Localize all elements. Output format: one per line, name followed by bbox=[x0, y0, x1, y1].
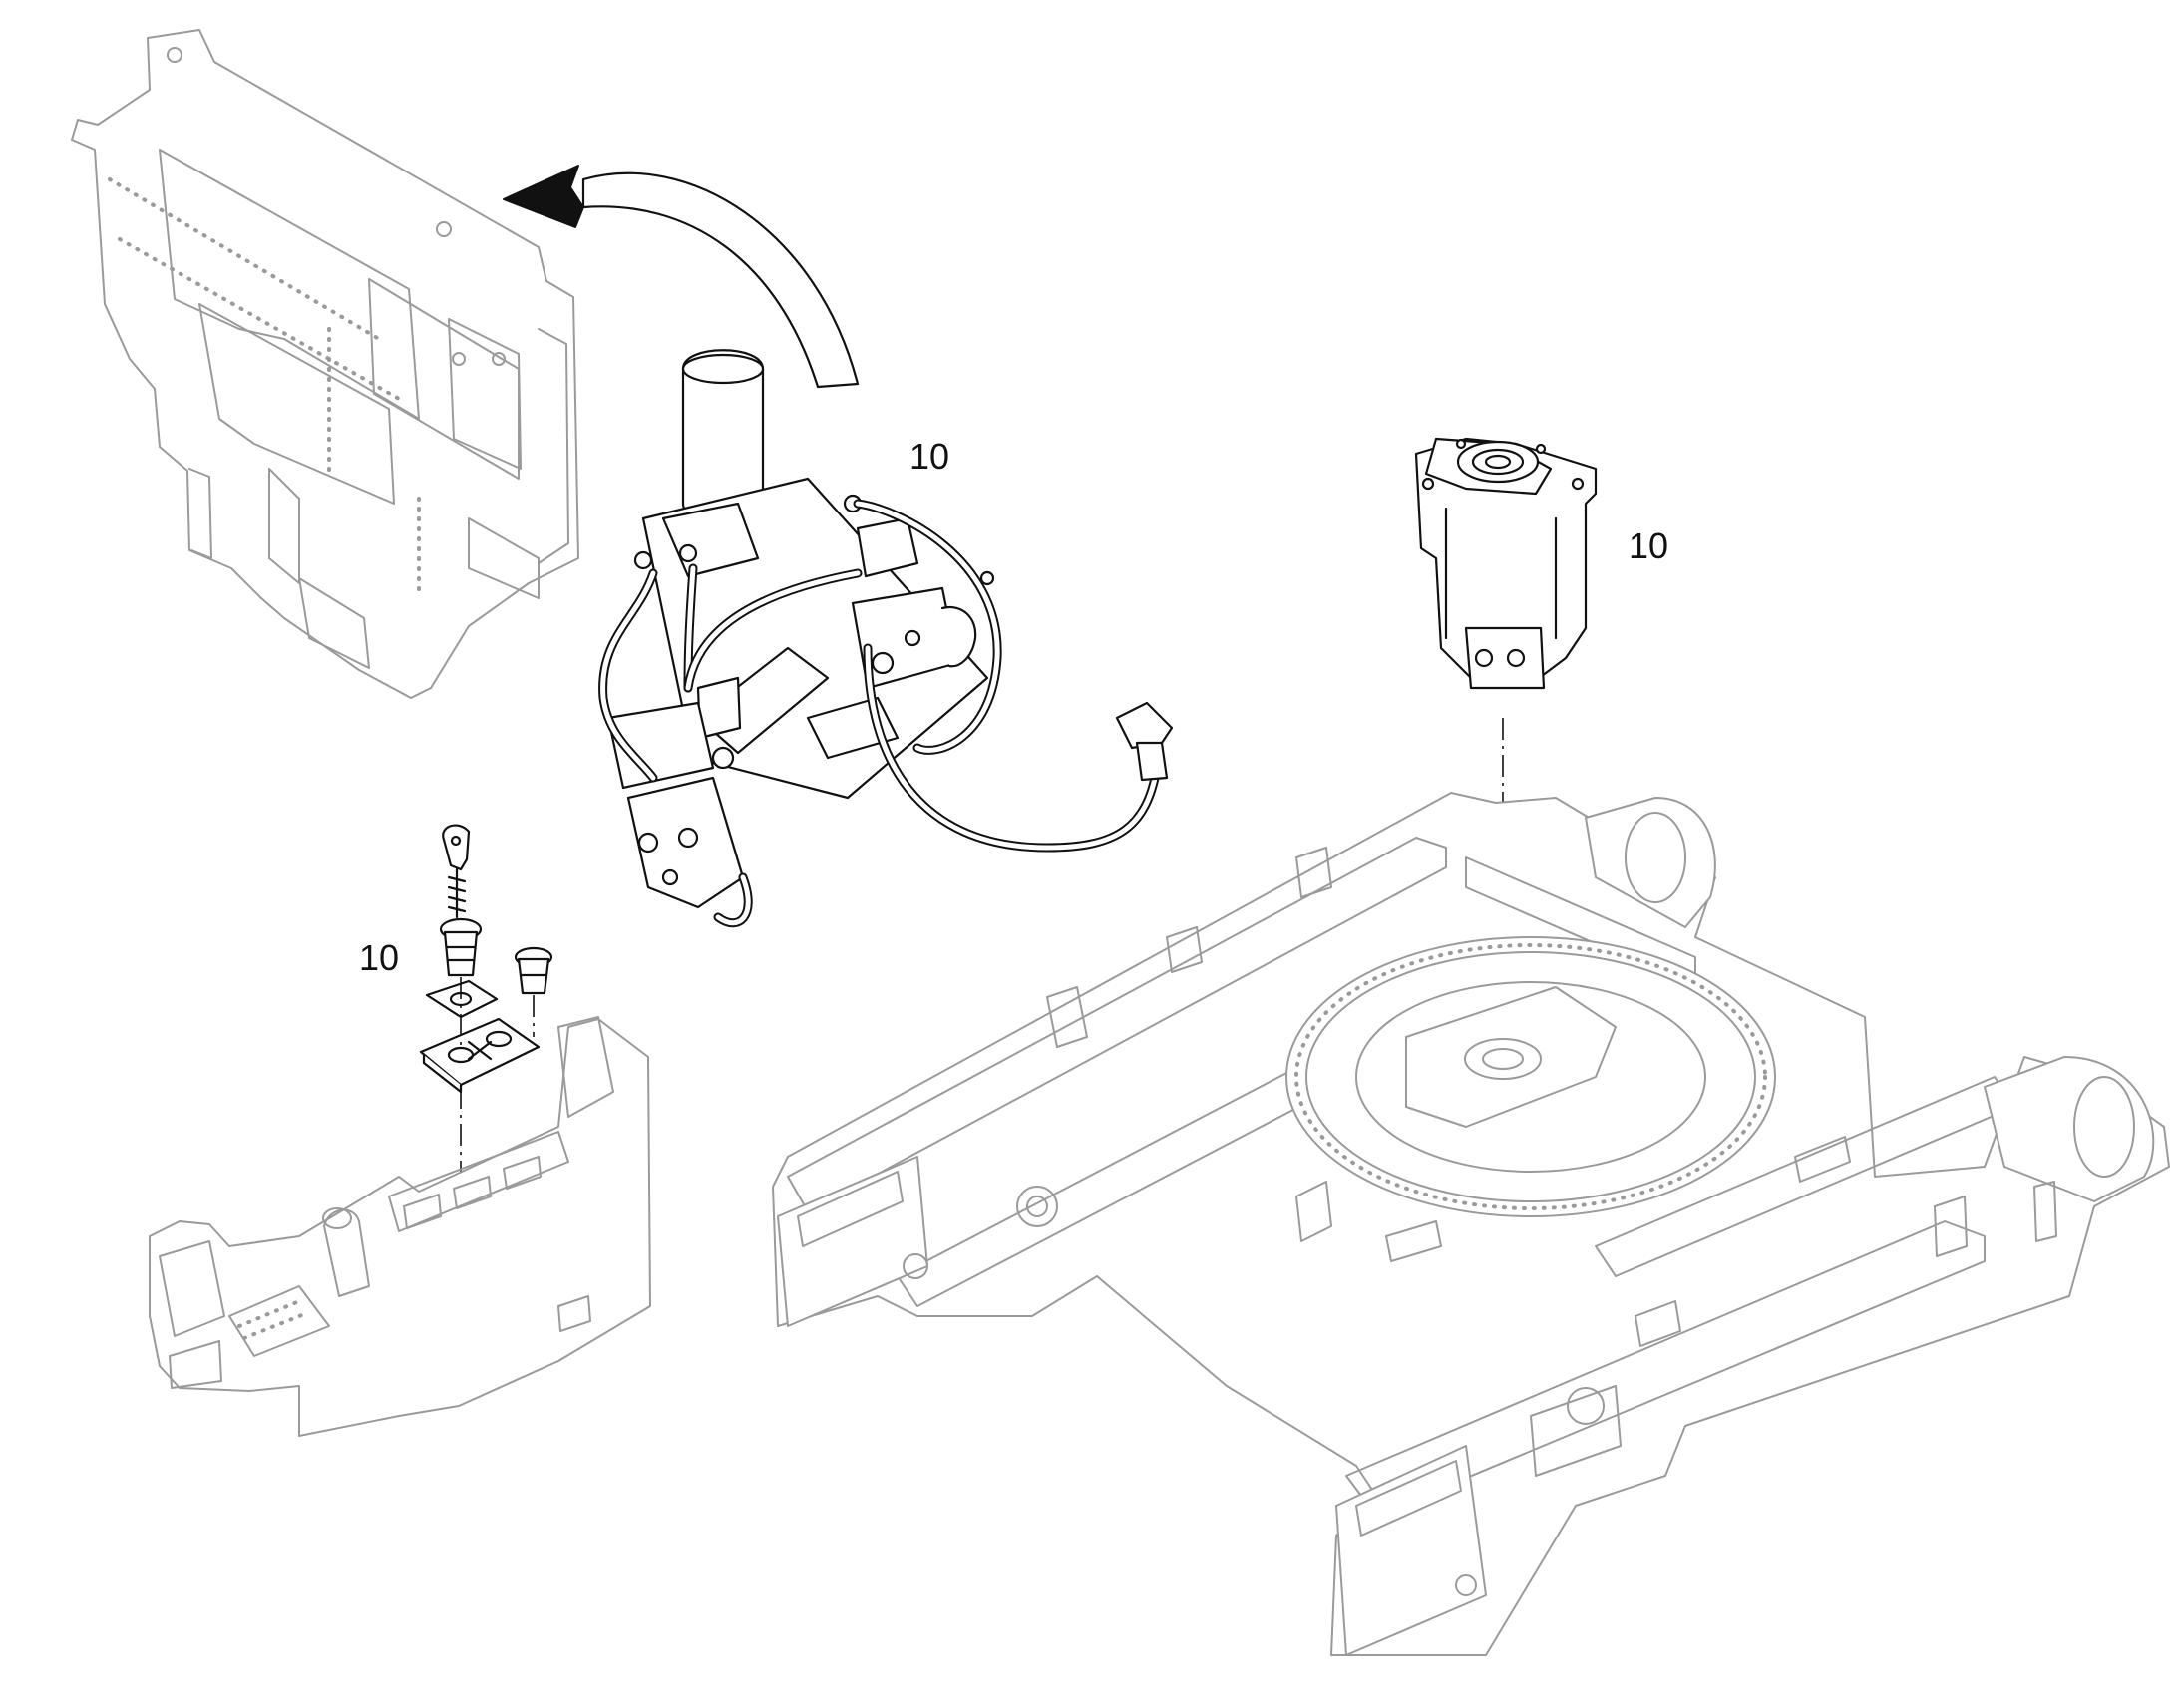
undercarriage-ghost bbox=[772, 792, 2170, 1656]
callout-valve-assembly: 10 bbox=[909, 436, 950, 477]
cab-panel-ghost bbox=[71, 29, 579, 699]
callout-swing-motor: 10 bbox=[1629, 525, 1669, 566]
swing-motor bbox=[1414, 437, 1598, 690]
callout-ignition-switch: 10 bbox=[359, 937, 400, 978]
ignition-switch bbox=[419, 824, 553, 1187]
valve-assembly bbox=[598, 349, 1174, 928]
control-console-ghost bbox=[149, 1016, 651, 1437]
rotation-arrow bbox=[503, 165, 860, 389]
